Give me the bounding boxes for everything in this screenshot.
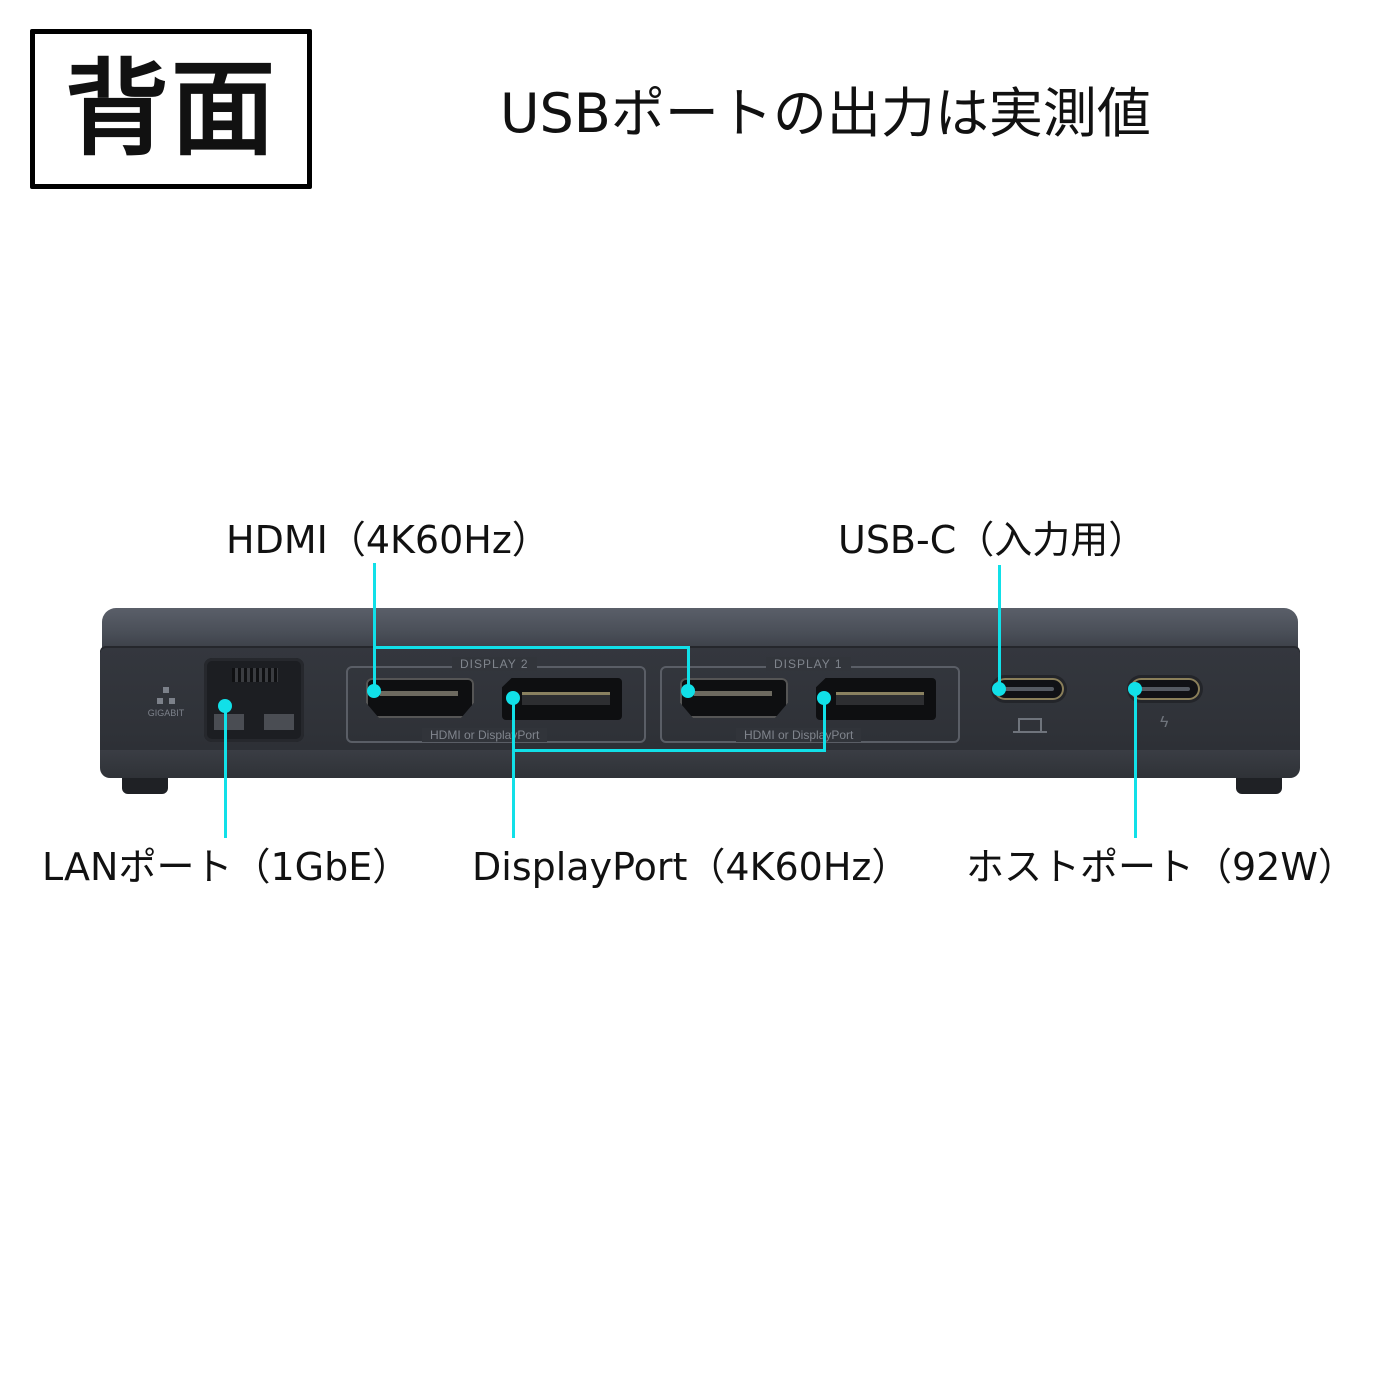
- usbc-host-port: [1130, 678, 1200, 700]
- title-badge: 背面: [30, 29, 312, 189]
- lan-port-pins: [232, 668, 278, 682]
- lightning-bolt-icon: ϟ: [1160, 714, 1169, 731]
- device-foot: [122, 776, 168, 794]
- lan-port-latch: [214, 714, 244, 730]
- ethernet-icon: [156, 687, 176, 705]
- display-1-subtitle: HDMI or DisplayPort: [736, 728, 862, 742]
- displayport-2: [502, 678, 622, 720]
- display-2-title: DISPLAY 2: [452, 657, 537, 671]
- hdmi-port-2: [366, 678, 474, 718]
- leader-dp-horizontal: [512, 749, 826, 752]
- headline: USBポートの出力は実測値: [500, 82, 1151, 145]
- lan-port: [204, 658, 304, 742]
- laptop-icon-base: [1013, 731, 1047, 733]
- leader-lan: [224, 706, 227, 838]
- hdmi-port-1: [680, 678, 788, 718]
- leader-dp-vertical: [512, 698, 515, 838]
- callout-lan: LANポート（1GbE）: [42, 845, 411, 889]
- leader-dot-host-port: [1128, 682, 1142, 696]
- docking-station-rear: GIGABIT DISPLAY 2 HDMI or DisplayPort DI…: [100, 608, 1300, 794]
- display-1-title: DISPLAY 1: [766, 657, 851, 671]
- leader-dp-rise: [823, 698, 826, 752]
- gigabit-label: GIGABIT: [147, 708, 185, 718]
- usbc-input-port: [994, 678, 1064, 700]
- title-badge-text: 背面: [64, 48, 277, 170]
- callout-host-port: ホストポート（92W）: [966, 845, 1356, 889]
- leader-dot-hdmi-2: [367, 684, 381, 698]
- device-foot: [1236, 776, 1282, 794]
- leader-hdmi-horizontal: [373, 646, 690, 649]
- display-2-subtitle: HDMI or DisplayPort: [422, 728, 548, 742]
- leader-host-port: [1134, 689, 1137, 838]
- device-top-edge: [102, 608, 1298, 648]
- callout-usbc-input: USB-C（入力用）: [838, 518, 1147, 562]
- callout-displayport: DisplayPort（4K60Hz）: [472, 845, 910, 889]
- laptop-icon: [1018, 718, 1042, 732]
- callout-hdmi: HDMI（4K60Hz）: [226, 518, 550, 562]
- leader-hdmi-drop: [687, 646, 690, 691]
- leader-usbc-input: [998, 565, 1001, 689]
- gigabit-marking: GIGABIT: [146, 687, 186, 718]
- leader-dot-usbc-input: [992, 682, 1006, 696]
- leader-dot-lan: [218, 699, 232, 713]
- leader-dot-hdmi-1: [681, 684, 695, 698]
- leader-dot-dp-1: [817, 691, 831, 705]
- lan-port-latch: [264, 714, 294, 730]
- leader-hdmi-vertical: [373, 563, 376, 691]
- device-base: [100, 750, 1300, 778]
- leader-dot-dp-2: [506, 691, 520, 705]
- displayport-1: [816, 678, 936, 720]
